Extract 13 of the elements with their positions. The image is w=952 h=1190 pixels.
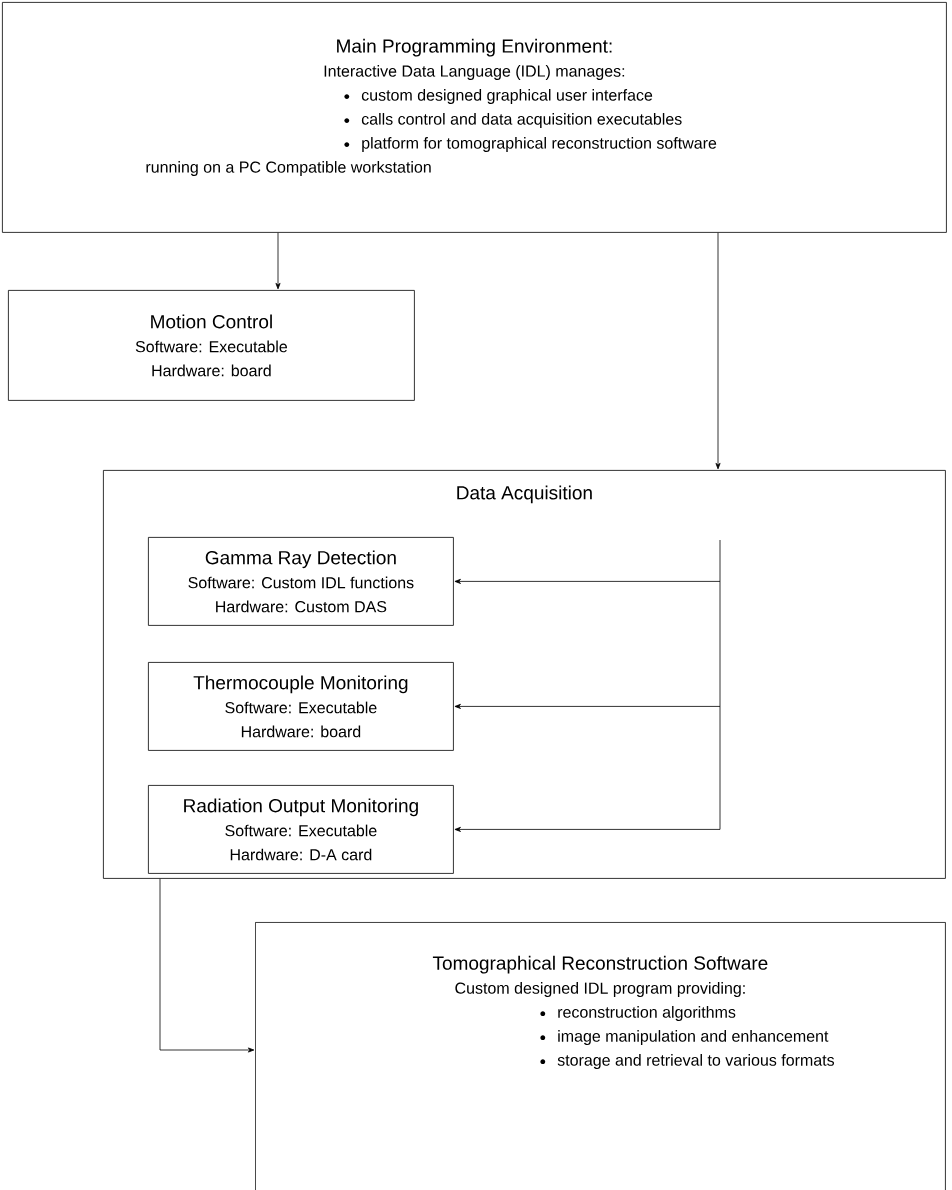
- program-box: Main Programming Environment: Interactive Data Language (IDL) manages: custom designed graphical user interface calls control and data acquisition executables platform for tomographical reconstruction software running on a PC Compatible workstation: [2, 2, 947, 233]
- module-box: Radiation Output Monitoring Software: Executable Hardware: D-A card: [148, 785, 454, 874]
- arrow: [454, 578, 721, 584]
- arrow: [715, 232, 721, 470]
- connector-trunk: [719, 539, 721, 830]
- module-box: Motion Control Software: Executable Hardware: board: [8, 290, 415, 401]
- program-box: Tomographical Reconstruction Software Custom designed IDL program providing: reconstruction algorithms image manipulation and enhancement storage and retrieval to various formats: [255, 922, 946, 1190]
- arrow: [275, 232, 281, 290]
- module-box: Thermocouple Monitoring Software: Executable Hardware: board: [148, 662, 454, 751]
- module-box: Gamma Ray Detection Software: Custom IDL functions Hardware: Custom DAS: [148, 537, 454, 626]
- arrow: [454, 703, 721, 709]
- arrow: [454, 826, 721, 832]
- arrow: [159, 878, 255, 1053]
